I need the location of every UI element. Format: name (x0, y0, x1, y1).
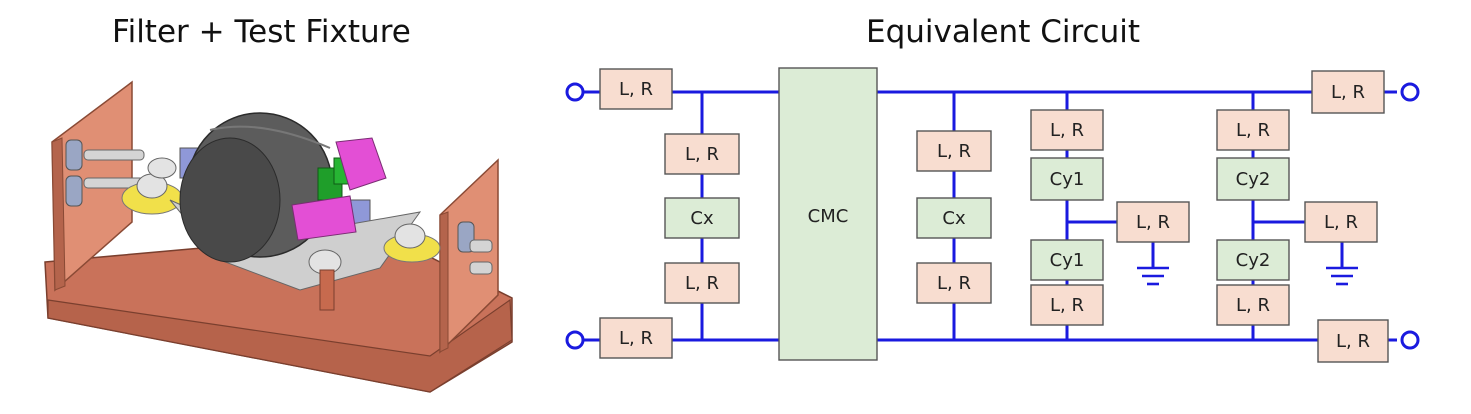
branch-x1-lr-top (664, 133, 740, 175)
branch-y1-lr-ground (1116, 201, 1190, 243)
lr-label: L, R (937, 273, 971, 294)
branch-x1-cx (664, 197, 740, 239)
cx-label: Cx (942, 208, 966, 229)
branch-y1-lr-bottom (1030, 284, 1104, 326)
branch-x2-cx (916, 197, 992, 239)
ground-icon (1137, 266, 1169, 286)
branch-y1-cap-bottom (1030, 239, 1104, 281)
branch-y2-lr-top (1216, 109, 1290, 151)
lr-label: L, R (1236, 120, 1270, 141)
lr-label: L, R (685, 144, 719, 165)
lr-label: L, R (1236, 295, 1270, 316)
cy2-label: Cy2 (1236, 250, 1271, 271)
terminal-bottom-right (1400, 330, 1420, 350)
branch-y2-lr-bottom (1216, 284, 1290, 326)
lr-label: L, R (1050, 120, 1084, 141)
cmc-block (778, 67, 878, 361)
branch-y1-lr-top (1030, 109, 1104, 151)
filter-fixture-illustration (44, 80, 513, 393)
equivalent-circuit: CMC L, R L, R L, R L, R L, R Cx L, R L, … (565, 67, 1420, 363)
branch-y1-cap-top (1030, 157, 1104, 201)
lr-label: L, R (1324, 212, 1358, 233)
lr-label: L, R (1050, 295, 1084, 316)
cx-label: Cx (690, 208, 714, 229)
fixture-title: Filter + Test Fixture (112, 14, 411, 50)
series-lr-bottom-left (599, 317, 673, 359)
series-lr-top-left (599, 68, 673, 110)
branch-x2-lr-bottom (916, 262, 992, 304)
branch-x1-lr-bottom (664, 262, 740, 304)
branch-y2-lr-ground (1304, 201, 1378, 243)
cy1-label: Cy1 (1050, 169, 1085, 190)
lr-label: L, R (619, 328, 653, 349)
lr-label: L, R (1136, 212, 1170, 233)
lr-label: L, R (1336, 331, 1370, 352)
branch-y2-cap-bottom (1216, 239, 1290, 281)
ground-icon (1326, 266, 1358, 286)
terminal-top-left (565, 82, 585, 102)
cmc-label: CMC (808, 206, 849, 227)
cy1-label: Cy1 (1050, 250, 1085, 271)
lr-label: L, R (685, 273, 719, 294)
series-lr-bottom-right (1317, 319, 1389, 363)
lr-label: L, R (937, 141, 971, 162)
branch-x2-lr-top (916, 130, 992, 172)
circuit-title: Equivalent Circuit (866, 14, 1140, 50)
cy2-label: Cy2 (1236, 169, 1271, 190)
branch-y2-cap-top (1216, 157, 1290, 201)
terminal-top-right (1400, 82, 1420, 102)
terminal-bottom-left (565, 330, 585, 350)
series-lr-top-right (1311, 70, 1385, 114)
lr-label: L, R (619, 79, 653, 100)
lr-label: L, R (1331, 82, 1365, 103)
